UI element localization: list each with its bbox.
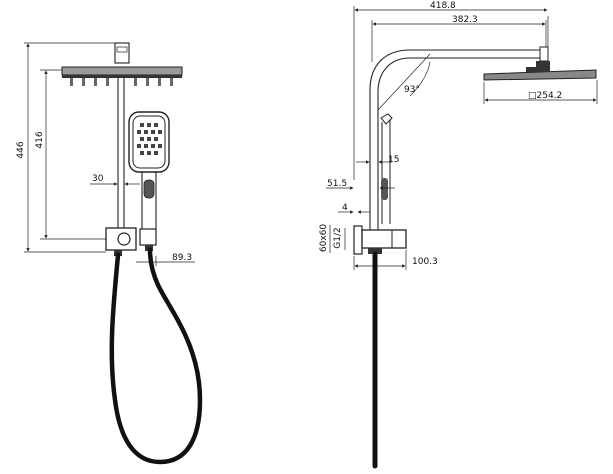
dim-51-label: 51.5	[327, 179, 347, 189]
side-angle-arc	[409, 61, 431, 97]
front-shower-head	[61, 66, 183, 86]
side-bracket	[353, 225, 407, 255]
dim-382-label: 382.3	[452, 15, 478, 25]
side-shower-head	[483, 67, 597, 81]
front-head-nozzles	[70, 78, 173, 86]
side-arm-end	[539, 46, 549, 62]
side-arm-outer	[369, 49, 542, 230]
front-hand-nozzles	[137, 123, 162, 155]
side-head-dim-label: □254.2	[528, 91, 562, 101]
side-thread-label: G1/2	[333, 227, 343, 248]
side-head-connector	[536, 61, 550, 67]
dim-30-label: 30	[92, 174, 104, 184]
side-view: 418.8 382.3 93° □254.2 15	[319, 1, 598, 469]
front-top-connector	[114, 42, 130, 64]
dim-100-label: 100.3	[412, 257, 438, 267]
side-arm-inner	[377, 57, 542, 230]
side-angle-label: 93°	[404, 85, 420, 95]
dim-4-label: 4	[342, 203, 348, 213]
dim-89-label: 89.3	[172, 253, 192, 263]
dim-418-label: 418.8	[430, 1, 456, 11]
dim-446-label: 446	[16, 141, 26, 158]
front-hand-shower	[128, 111, 170, 233]
dim-416-label: 416	[35, 131, 45, 148]
front-view: 446 416 30 89.3	[16, 42, 203, 465]
front-top-connector-inner	[116, 46, 128, 53]
front-hose	[109, 247, 203, 465]
side-flange-label: 60x60	[319, 224, 329, 253]
side-angle-ref	[377, 53, 431, 111]
dim-15-label: 15	[388, 155, 399, 165]
side-hand-shower	[380, 113, 393, 224]
